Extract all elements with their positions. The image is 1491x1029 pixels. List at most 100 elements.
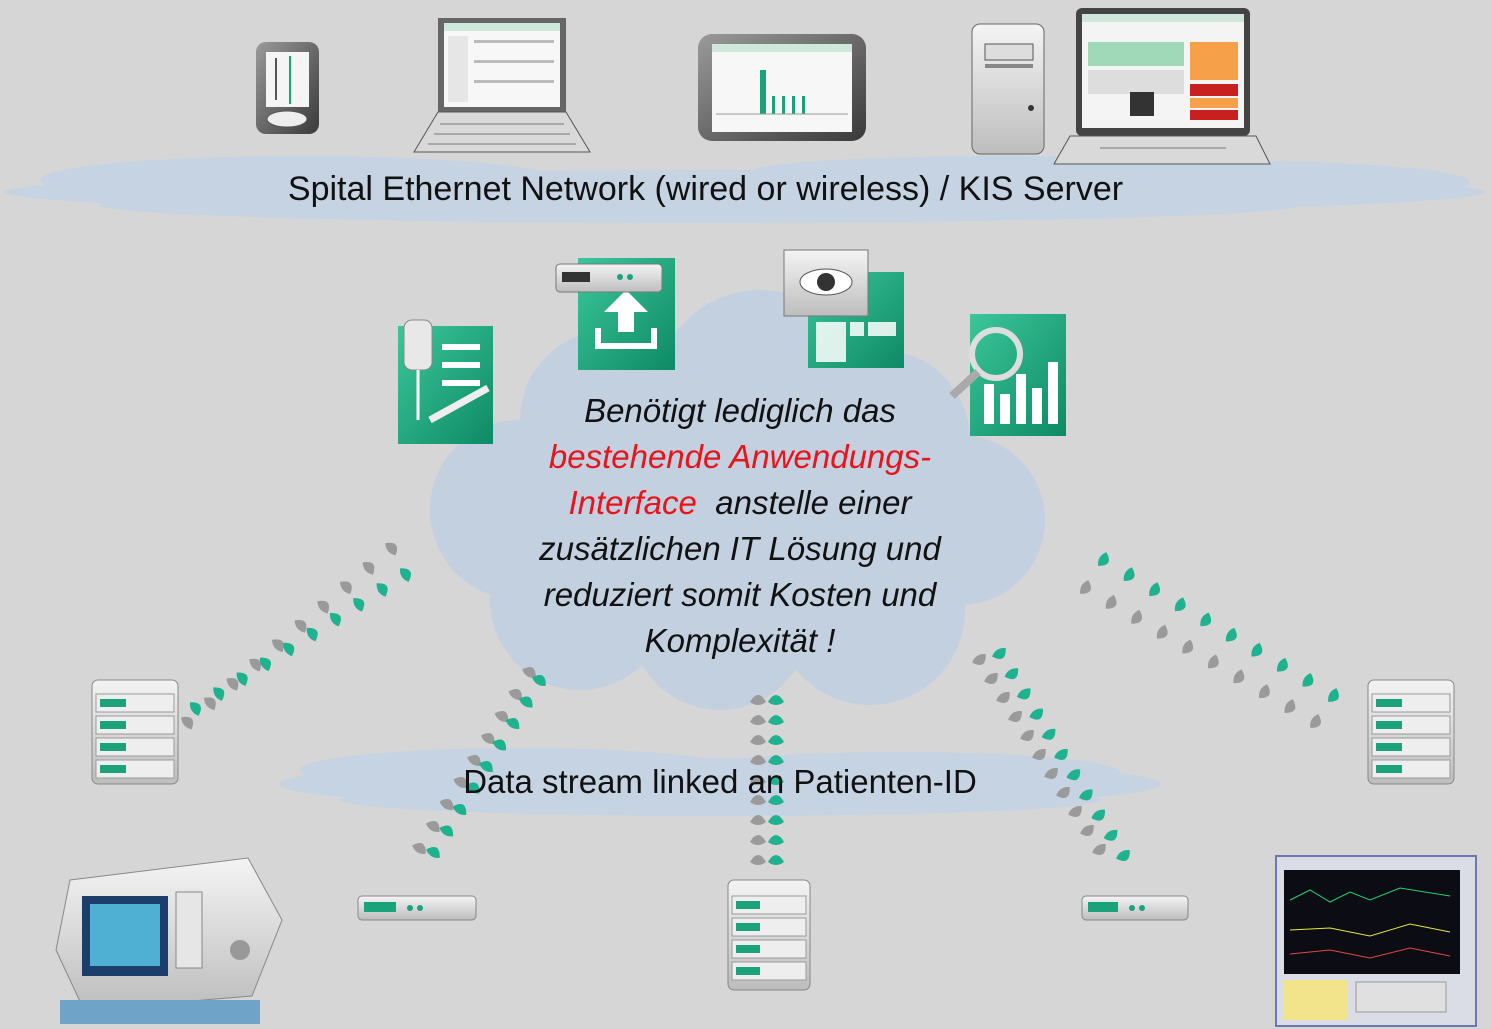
stream-link-segment <box>1251 642 1263 657</box>
infusion-documentation-icon <box>398 319 493 444</box>
stream-link-segment <box>1284 699 1296 714</box>
cloud-line-5: reduziert somit Kosten und <box>543 576 937 613</box>
stream-link-segment <box>768 775 784 785</box>
stream-link-segment <box>1020 729 1034 741</box>
stream-link-segment <box>1056 786 1070 798</box>
stream-link-segment <box>768 855 784 865</box>
stream-link-segment <box>984 672 998 684</box>
stream-link-segment <box>426 847 440 858</box>
cloud-message: Benötigt lediglich das bestehende Anwend… <box>500 388 980 664</box>
network-cloud <box>5 156 1485 223</box>
cloud-highlight-line-2: bestehende Anwendungs- <box>548 438 932 475</box>
stream-link-segment <box>1078 789 1093 801</box>
stream-link-segment <box>329 613 341 627</box>
stream-link-segment <box>750 715 766 725</box>
stream-link-segment <box>1149 582 1161 597</box>
stream-link-segment <box>1041 728 1056 740</box>
stream-link-segment <box>203 697 216 711</box>
stream-link-segment <box>1310 714 1321 728</box>
stream-link-segment <box>1174 597 1186 612</box>
cloud-line-6: Komplexität ! <box>644 622 836 659</box>
stream-link-segment <box>972 653 986 665</box>
stream-link-segment <box>452 804 467 815</box>
stream-link-segment <box>768 815 784 825</box>
stream-link-segment <box>518 696 533 708</box>
stream-link-segment <box>1080 580 1091 594</box>
stream-link-segment <box>249 658 262 672</box>
stream-link-segment <box>1080 824 1094 836</box>
stream-link-segment <box>1098 552 1109 566</box>
stream-link-segment <box>189 702 201 716</box>
stream-link-segment <box>1259 684 1270 699</box>
cloud-line-3-rest: anstelle einer <box>715 484 912 521</box>
stream-link-segment <box>226 678 239 691</box>
stream-link-segment <box>1116 850 1130 861</box>
stream-link-segment <box>306 627 318 642</box>
stream-link-segment <box>750 755 766 765</box>
stream-link-segment <box>1131 609 1143 624</box>
tablet-icon <box>698 34 866 141</box>
stream-link-segment <box>522 667 536 678</box>
infusion-pump-stack-icon <box>1367 679 1455 785</box>
stream-link-segment <box>768 835 784 845</box>
view-monitoring-icon <box>783 249 904 368</box>
infusion-pump-stack-icon <box>727 879 811 991</box>
stream-link-segment <box>376 583 388 597</box>
stream-link-segment <box>996 691 1010 703</box>
desktop-monitor-icon <box>1053 8 1271 165</box>
stream-link-segment <box>465 782 480 794</box>
stream-link-segment <box>1276 657 1288 672</box>
cloud-line-4: zusätzlichen IT Lösung und <box>539 530 941 567</box>
infusion-pump-icon <box>357 895 477 921</box>
server-tower-icon <box>971 23 1045 155</box>
stream-link-segment <box>768 795 784 805</box>
stream-link-segment <box>339 581 352 595</box>
stream-link-segment <box>283 642 295 657</box>
stream-link-segment <box>439 799 454 810</box>
stream-link-segment <box>750 795 766 805</box>
stream-link-segment <box>353 598 365 612</box>
stream-link-segment <box>1092 843 1106 855</box>
stream-link-segment <box>1156 624 1168 639</box>
stream-link-segment <box>1068 805 1082 817</box>
stream-link-segment <box>1103 829 1118 841</box>
stream-link-segment <box>1004 668 1019 680</box>
cloud-line-3: Interface anstelle einer <box>500 480 980 526</box>
stream-link-segment <box>992 648 1006 659</box>
stream-link-segment <box>750 855 766 865</box>
stream-link-segment <box>768 755 784 765</box>
stream-link-segment <box>271 639 284 653</box>
stream-link-segment <box>1016 688 1031 700</box>
cloud-line-1: Benötigt lediglich das <box>584 392 896 429</box>
pump-upload-icon <box>555 258 675 370</box>
stream-link-segment <box>1029 708 1043 720</box>
network-label: Spital Ethernet Network (wired or wirele… <box>287 170 1124 208</box>
cloud-highlight-interface: Interface <box>568 484 697 521</box>
stream-link-segment <box>1105 594 1117 609</box>
stream-link-segment <box>1066 769 1081 781</box>
ventilator-icon <box>55 857 283 1024</box>
stream-link-segment <box>467 755 481 766</box>
stream-link-segment <box>385 542 398 556</box>
stream-link-segment <box>425 821 440 832</box>
stream-link-segment <box>1182 639 1194 654</box>
stream-link-segment <box>439 825 454 837</box>
stream-link-segment <box>1233 669 1245 684</box>
stream-link-segment <box>479 761 493 772</box>
stream-link-segment <box>768 735 784 745</box>
stream-link-segment <box>317 600 330 614</box>
stream-link-segment <box>259 657 271 672</box>
stream-link-segment <box>768 695 784 705</box>
stream-link-segment <box>1207 654 1219 669</box>
stream-link-segment <box>505 718 520 729</box>
stream-link-segment <box>750 835 766 845</box>
stream-link-segment <box>750 775 766 785</box>
stream-link-segment <box>508 689 523 700</box>
stream-link-segment <box>1302 672 1314 687</box>
stream-link-segment <box>750 695 766 705</box>
stream-link-segment <box>213 687 225 701</box>
stream-link-segment <box>236 672 248 687</box>
stream-link-segment <box>1225 627 1237 642</box>
